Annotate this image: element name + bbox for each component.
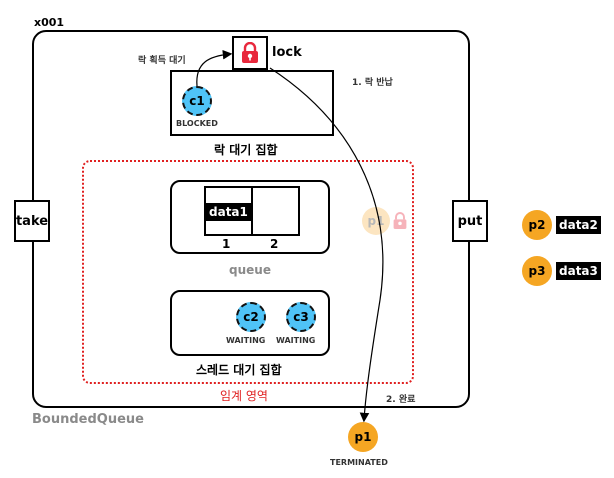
thread-c3: c3 bbox=[286, 302, 316, 332]
producer-p2: p2 bbox=[522, 210, 552, 240]
acquire-arrow bbox=[196, 49, 233, 87]
terminated-p1: p1 bbox=[348, 422, 378, 452]
lock-wait-set-label: 락 대기 집합 bbox=[214, 143, 278, 157]
queue-slot-divider bbox=[251, 188, 253, 234]
thread-c2: c2 bbox=[236, 302, 266, 332]
done-label: 2. 완료 bbox=[386, 395, 416, 405]
thread-c3-state: WAITING bbox=[276, 336, 316, 345]
faded-lock-icon bbox=[393, 212, 407, 229]
queue-box bbox=[170, 180, 330, 254]
take-method[interactable]: take bbox=[14, 200, 50, 242]
lock-return-label: 1. 락 반납 bbox=[352, 78, 393, 88]
thread-c2-state: WAITING bbox=[226, 336, 266, 345]
terminated-p1-state: TERMINATED bbox=[330, 458, 388, 467]
queue-index-1: 1 bbox=[222, 237, 231, 251]
lock-label: lock bbox=[272, 45, 302, 60]
queue-buffer bbox=[204, 186, 300, 236]
producer-p3-data: data3 bbox=[556, 262, 601, 280]
queue-index-2: 2 bbox=[270, 237, 279, 251]
lock-box bbox=[232, 36, 268, 70]
return-done-arrow bbox=[269, 67, 384, 423]
object-id: x001 bbox=[34, 16, 65, 29]
thread-wait-set-label: 스레드 대기 집합 bbox=[196, 363, 282, 377]
bounded-queue-label: BoundedQueue bbox=[32, 412, 144, 427]
thread-c1-state: BLOCKED bbox=[176, 119, 218, 128]
critical-section-region bbox=[82, 160, 414, 384]
producer-p2-data: data2 bbox=[556, 216, 601, 234]
critical-section-label: 임계 영역 bbox=[220, 389, 268, 403]
put-method[interactable]: put bbox=[452, 200, 488, 242]
producer-p3: p3 bbox=[522, 256, 552, 286]
queue-label: queue bbox=[229, 263, 271, 277]
thread-c1: c1 bbox=[182, 86, 212, 116]
lock-acquire-label: 락 획득 대기 bbox=[138, 56, 186, 66]
queue-item-data1: data1 bbox=[206, 203, 251, 221]
thread-wait-set-box bbox=[170, 290, 330, 356]
lock-icon bbox=[242, 42, 258, 63]
